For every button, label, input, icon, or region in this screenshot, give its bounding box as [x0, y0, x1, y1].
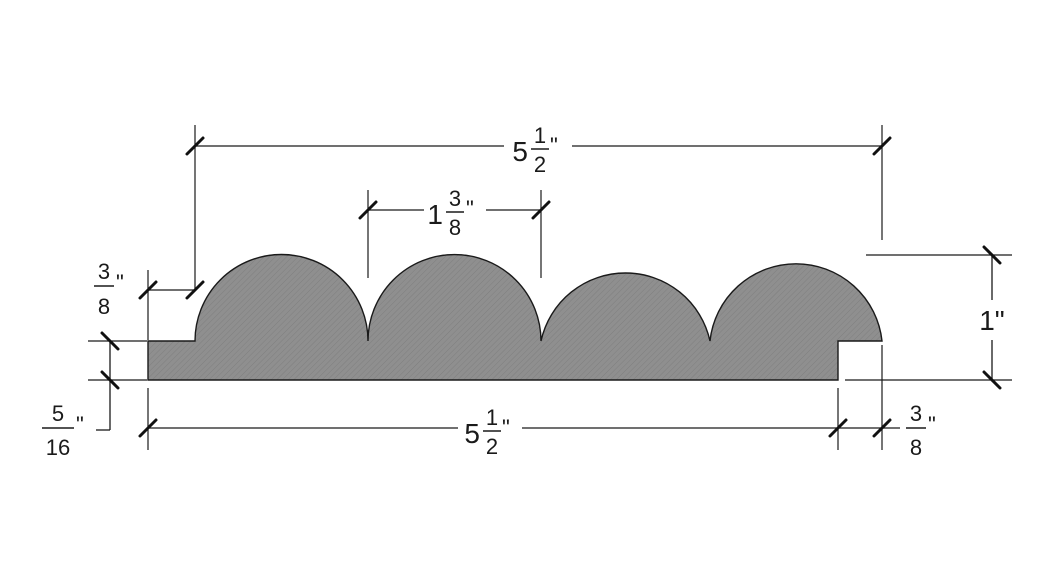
overall-bottom-denominator: 2 — [486, 434, 498, 459]
dimension-overall-bottom: 5 1 2 " — [138, 345, 883, 459]
bead-spacing-numerator: 3 — [449, 186, 461, 211]
body-thickness-denominator: 16 — [46, 435, 70, 460]
bead-spacing-whole: 1 — [427, 199, 443, 230]
moulding-profile-shape — [147, 253, 883, 381]
overall-bottom-numerator: 1 — [486, 405, 498, 430]
dimension-lip-height: 3 8 " — [94, 259, 205, 340]
total-height-label: 1" — [979, 305, 1005, 336]
body-thickness-unit: " — [76, 412, 84, 437]
dimension-bead-spacing: 1 3 8 " — [358, 186, 551, 278]
overall-top-unit: " — [550, 133, 558, 158]
overall-bottom-whole: 5 — [464, 418, 480, 449]
dimension-total-height: 1" — [845, 245, 1012, 390]
tongue-width-denominator: 8 — [910, 435, 922, 460]
dimension-overall-top: 5 1 2 " — [185, 123, 892, 290]
dimension-tongue-width: 3 8 " — [838, 401, 936, 460]
lip-height-unit: " — [116, 270, 124, 295]
bead-spacing-denominator: 8 — [449, 215, 461, 240]
overall-top-whole: 5 — [512, 136, 528, 167]
body-thickness-numerator: 5 — [52, 401, 64, 426]
overall-bottom-unit: " — [502, 415, 510, 440]
dimension-body-thickness: 5 16 " — [42, 331, 147, 460]
bead-spacing-unit: " — [466, 196, 474, 221]
tongue-width-numerator: 3 — [910, 401, 922, 426]
lip-height-denominator: 8 — [98, 294, 110, 319]
tongue-width-unit: " — [928, 412, 936, 437]
overall-top-numerator: 1 — [534, 123, 546, 148]
lip-height-numerator: 3 — [98, 259, 110, 284]
overall-top-denominator: 2 — [534, 152, 546, 177]
